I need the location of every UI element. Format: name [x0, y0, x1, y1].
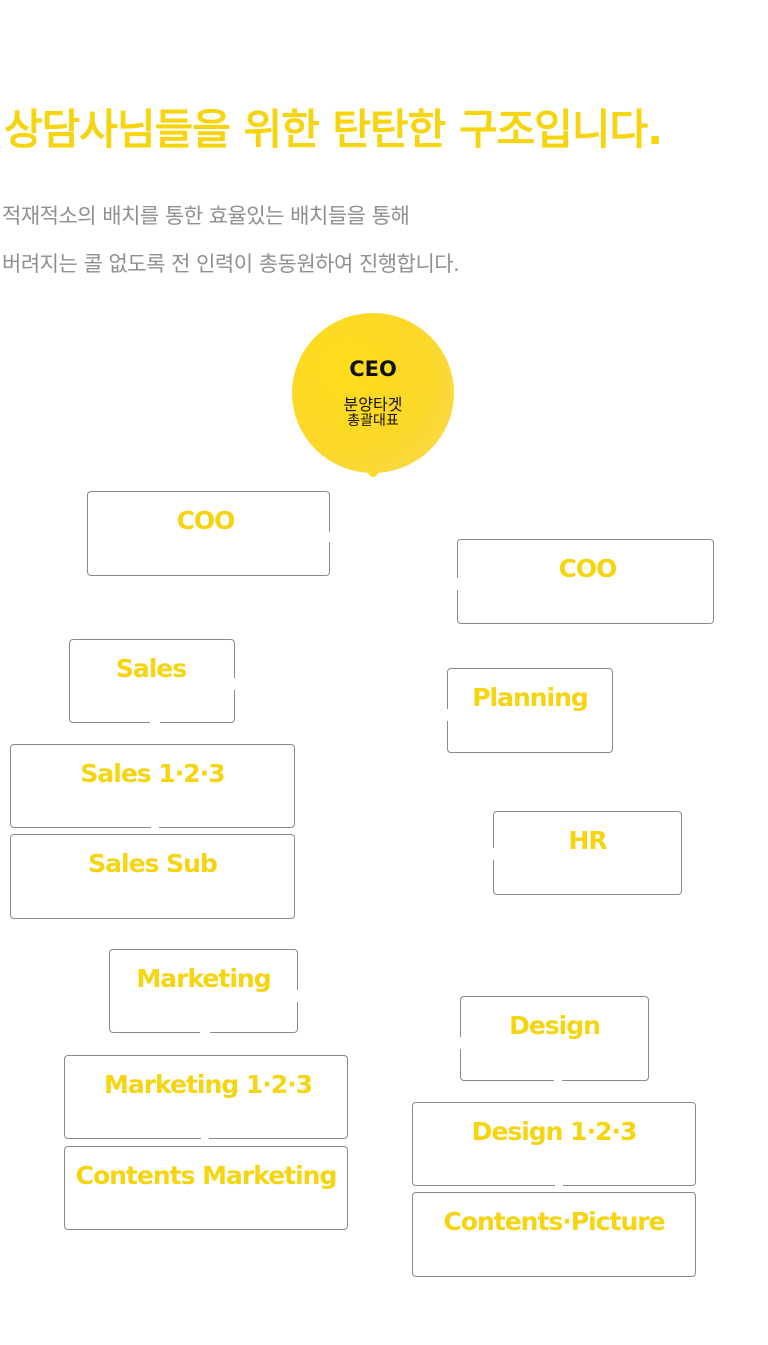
marketing-123-label: Marketing 1·2·3	[103, 1070, 313, 1099]
sales-label: Sales	[115, 654, 187, 683]
right-coo-label: COO	[558, 554, 618, 583]
hr-label: HR	[568, 826, 607, 855]
description-line-2: 버려지는 콜 없도록 전 인력이 총동원하여 진행합니다.	[2, 252, 460, 276]
contents-marketing-box: Contents Marketing	[64, 1146, 348, 1230]
marketing-label: Marketing	[136, 964, 271, 993]
design-box: Design	[459, 996, 649, 1082]
right-coo-box: COO	[456, 539, 714, 624]
sales-123-label: Sales 1·2·3	[80, 759, 225, 788]
left-coo-label: COO	[176, 506, 236, 535]
design-label: Design	[509, 1011, 601, 1040]
contents-picture-box: Contents·Picture	[412, 1192, 696, 1277]
ceo-name: 분양타겟	[343, 395, 403, 414]
hr-box: HR	[492, 811, 682, 895]
planning-label: Planning	[472, 683, 589, 712]
ceo-node: CEO 분양타겟 총괄대표	[292, 313, 454, 477]
contents-picture-label: Contents·Picture	[443, 1207, 665, 1236]
design-123-box: Design 1·2·3	[412, 1102, 696, 1187]
design-123-label: Design 1·2·3	[471, 1117, 638, 1146]
page-description: 적재적소의 배치를 통한 효율있는 배치들을 통해 버려지는 콜 없도록 전 인…	[2, 192, 460, 288]
ceo-connector-dot	[368, 467, 378, 477]
page-title: 상담사님들을 위한 탄탄한 구조입니다.	[4, 105, 663, 154]
marketing-box: Marketing	[109, 949, 299, 1034]
sales-box: Sales	[69, 639, 236, 724]
description-line-1: 적재적소의 배치를 통한 효율있는 배치들을 통해	[2, 204, 410, 228]
ceo-title: CEO	[349, 357, 397, 381]
sales-sub-box: Sales Sub	[10, 834, 295, 919]
planning-box: Planning	[446, 668, 613, 753]
sales-sub-label: Sales Sub	[88, 849, 218, 878]
left-coo-box: COO	[87, 491, 331, 576]
sales-123-box: Sales 1·2·3	[10, 744, 295, 829]
contents-marketing-label: Contents Marketing	[75, 1161, 338, 1190]
ceo-role: 총괄대표	[347, 413, 399, 429]
marketing-123-box: Marketing 1·2·3	[64, 1055, 348, 1140]
